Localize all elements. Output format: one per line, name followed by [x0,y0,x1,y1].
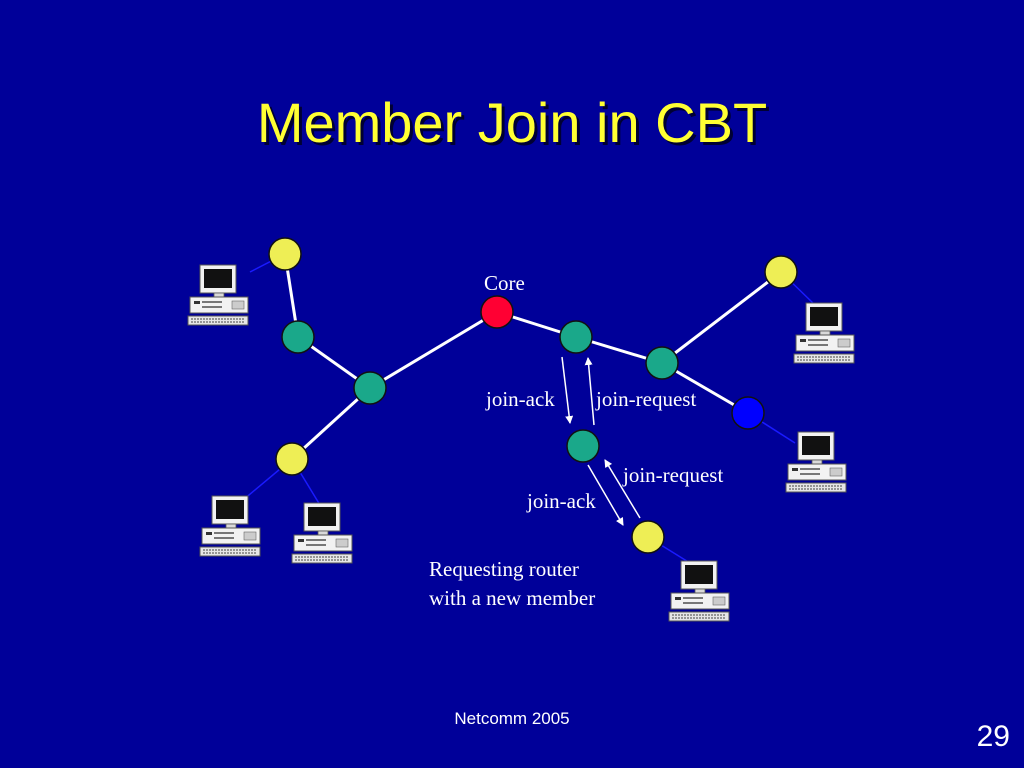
requesting-router-label-line1: Requesting router [429,557,579,581]
member-router [764,255,798,289]
tree-router [353,371,387,405]
desktop-computer-icon [793,302,855,364]
requesting-router-label: Requesting router with a new member [429,555,595,614]
page-number: 29 [976,720,1010,753]
join-ack-label: join-ack [527,489,596,513]
member-router [275,442,309,476]
tree-link [290,386,372,461]
join-ack-arrow [587,464,624,526]
join-request-label: join-request [623,463,724,487]
desktop-computer-icon [668,560,730,622]
join-request-arrow [584,357,595,426]
join-ack-label: join-ack [486,387,555,411]
core-router [480,295,514,329]
desktop-computer-icon [187,264,249,326]
tree-router [645,346,679,380]
member-router [268,237,302,271]
tree-router [281,320,315,354]
off-tree-router [731,396,765,430]
requesting-router [631,520,665,554]
tree-link [369,310,498,390]
joining-router [566,429,600,463]
join-request-arrow [604,459,641,519]
core-label: Core [484,271,525,295]
slide-title: Member Join in CBT [256,91,768,154]
desktop-computer-icon [291,502,353,564]
desktop-computer-icon [785,431,847,493]
tree-router [559,320,593,354]
join-ack-arrow [561,356,574,424]
slide-footer: Netcomm 2005 [454,709,570,728]
join-request-label: join-request [596,387,697,411]
desktop-computer-icon [199,495,261,557]
tree-link [661,270,782,365]
requesting-router-label-line2: with a new member [429,586,596,611]
